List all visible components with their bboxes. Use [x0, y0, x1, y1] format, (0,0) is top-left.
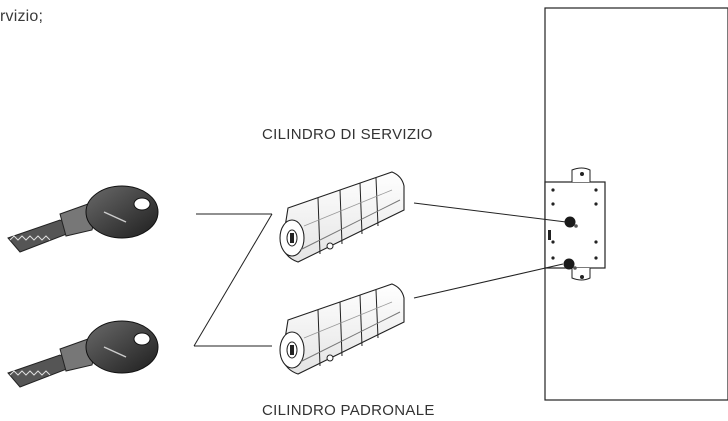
label-master-cylinder: CILINDRO PADRONALE	[262, 402, 435, 419]
cylinder-door-connectors	[413, 202, 567, 299]
key-icon	[7, 185, 159, 253]
key-icon	[7, 320, 159, 388]
label-service-cylinder: CILINDRO DI SERVIZIO	[262, 126, 433, 143]
door-lock-plate-icon	[544, 167, 606, 281]
cylinder-lock-icon	[279, 283, 405, 375]
cylinder-lock-icon	[279, 171, 405, 263]
key-cylinder-connectors	[193, 213, 273, 347]
intro-text-fragment: rvizio;	[0, 8, 44, 25]
